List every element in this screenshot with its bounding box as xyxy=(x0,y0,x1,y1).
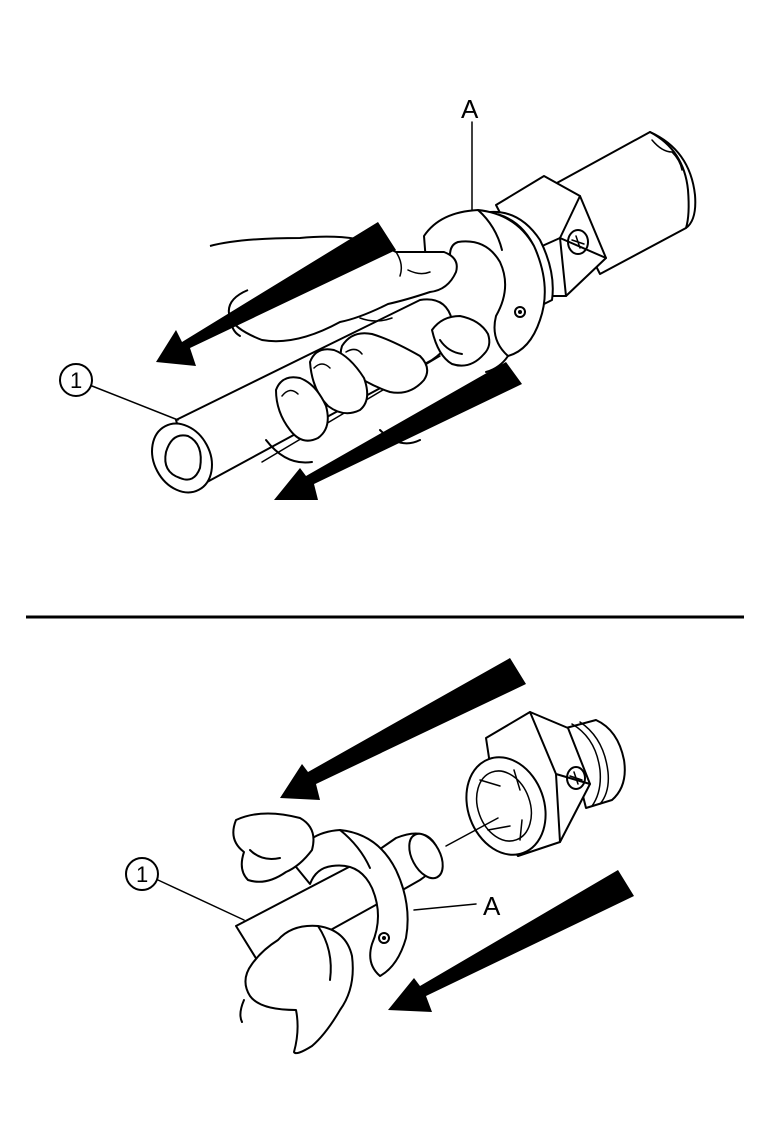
bottom-callout-circle xyxy=(125,857,159,891)
top-callout-number: 1 xyxy=(70,368,82,393)
top-upper-hand xyxy=(209,235,458,343)
bottom-label-a-leader xyxy=(413,903,477,911)
bottom-hands xyxy=(232,812,354,1055)
top-lower-hand xyxy=(265,315,491,464)
top-label-a: A xyxy=(461,94,479,124)
bottom-arrow-lower xyxy=(388,870,634,1012)
bottom-label-a: A xyxy=(483,891,501,921)
bottom-hex-fitting xyxy=(465,711,626,857)
bottom-arrow-upper xyxy=(280,658,526,800)
bottom-fitting-leader xyxy=(445,817,499,847)
bottom-panel: A 1 xyxy=(125,658,634,1055)
bottom-ring-a xyxy=(291,829,409,977)
top-arrow-lower xyxy=(274,362,522,500)
bottom-callout-leader xyxy=(157,879,245,921)
top-callout-circle xyxy=(59,363,93,397)
top-arrow-upper xyxy=(156,222,396,366)
top-callout-leader xyxy=(91,385,179,421)
top-panel: A 1 xyxy=(59,94,697,500)
bottom-callout-number: 1 xyxy=(136,862,148,887)
